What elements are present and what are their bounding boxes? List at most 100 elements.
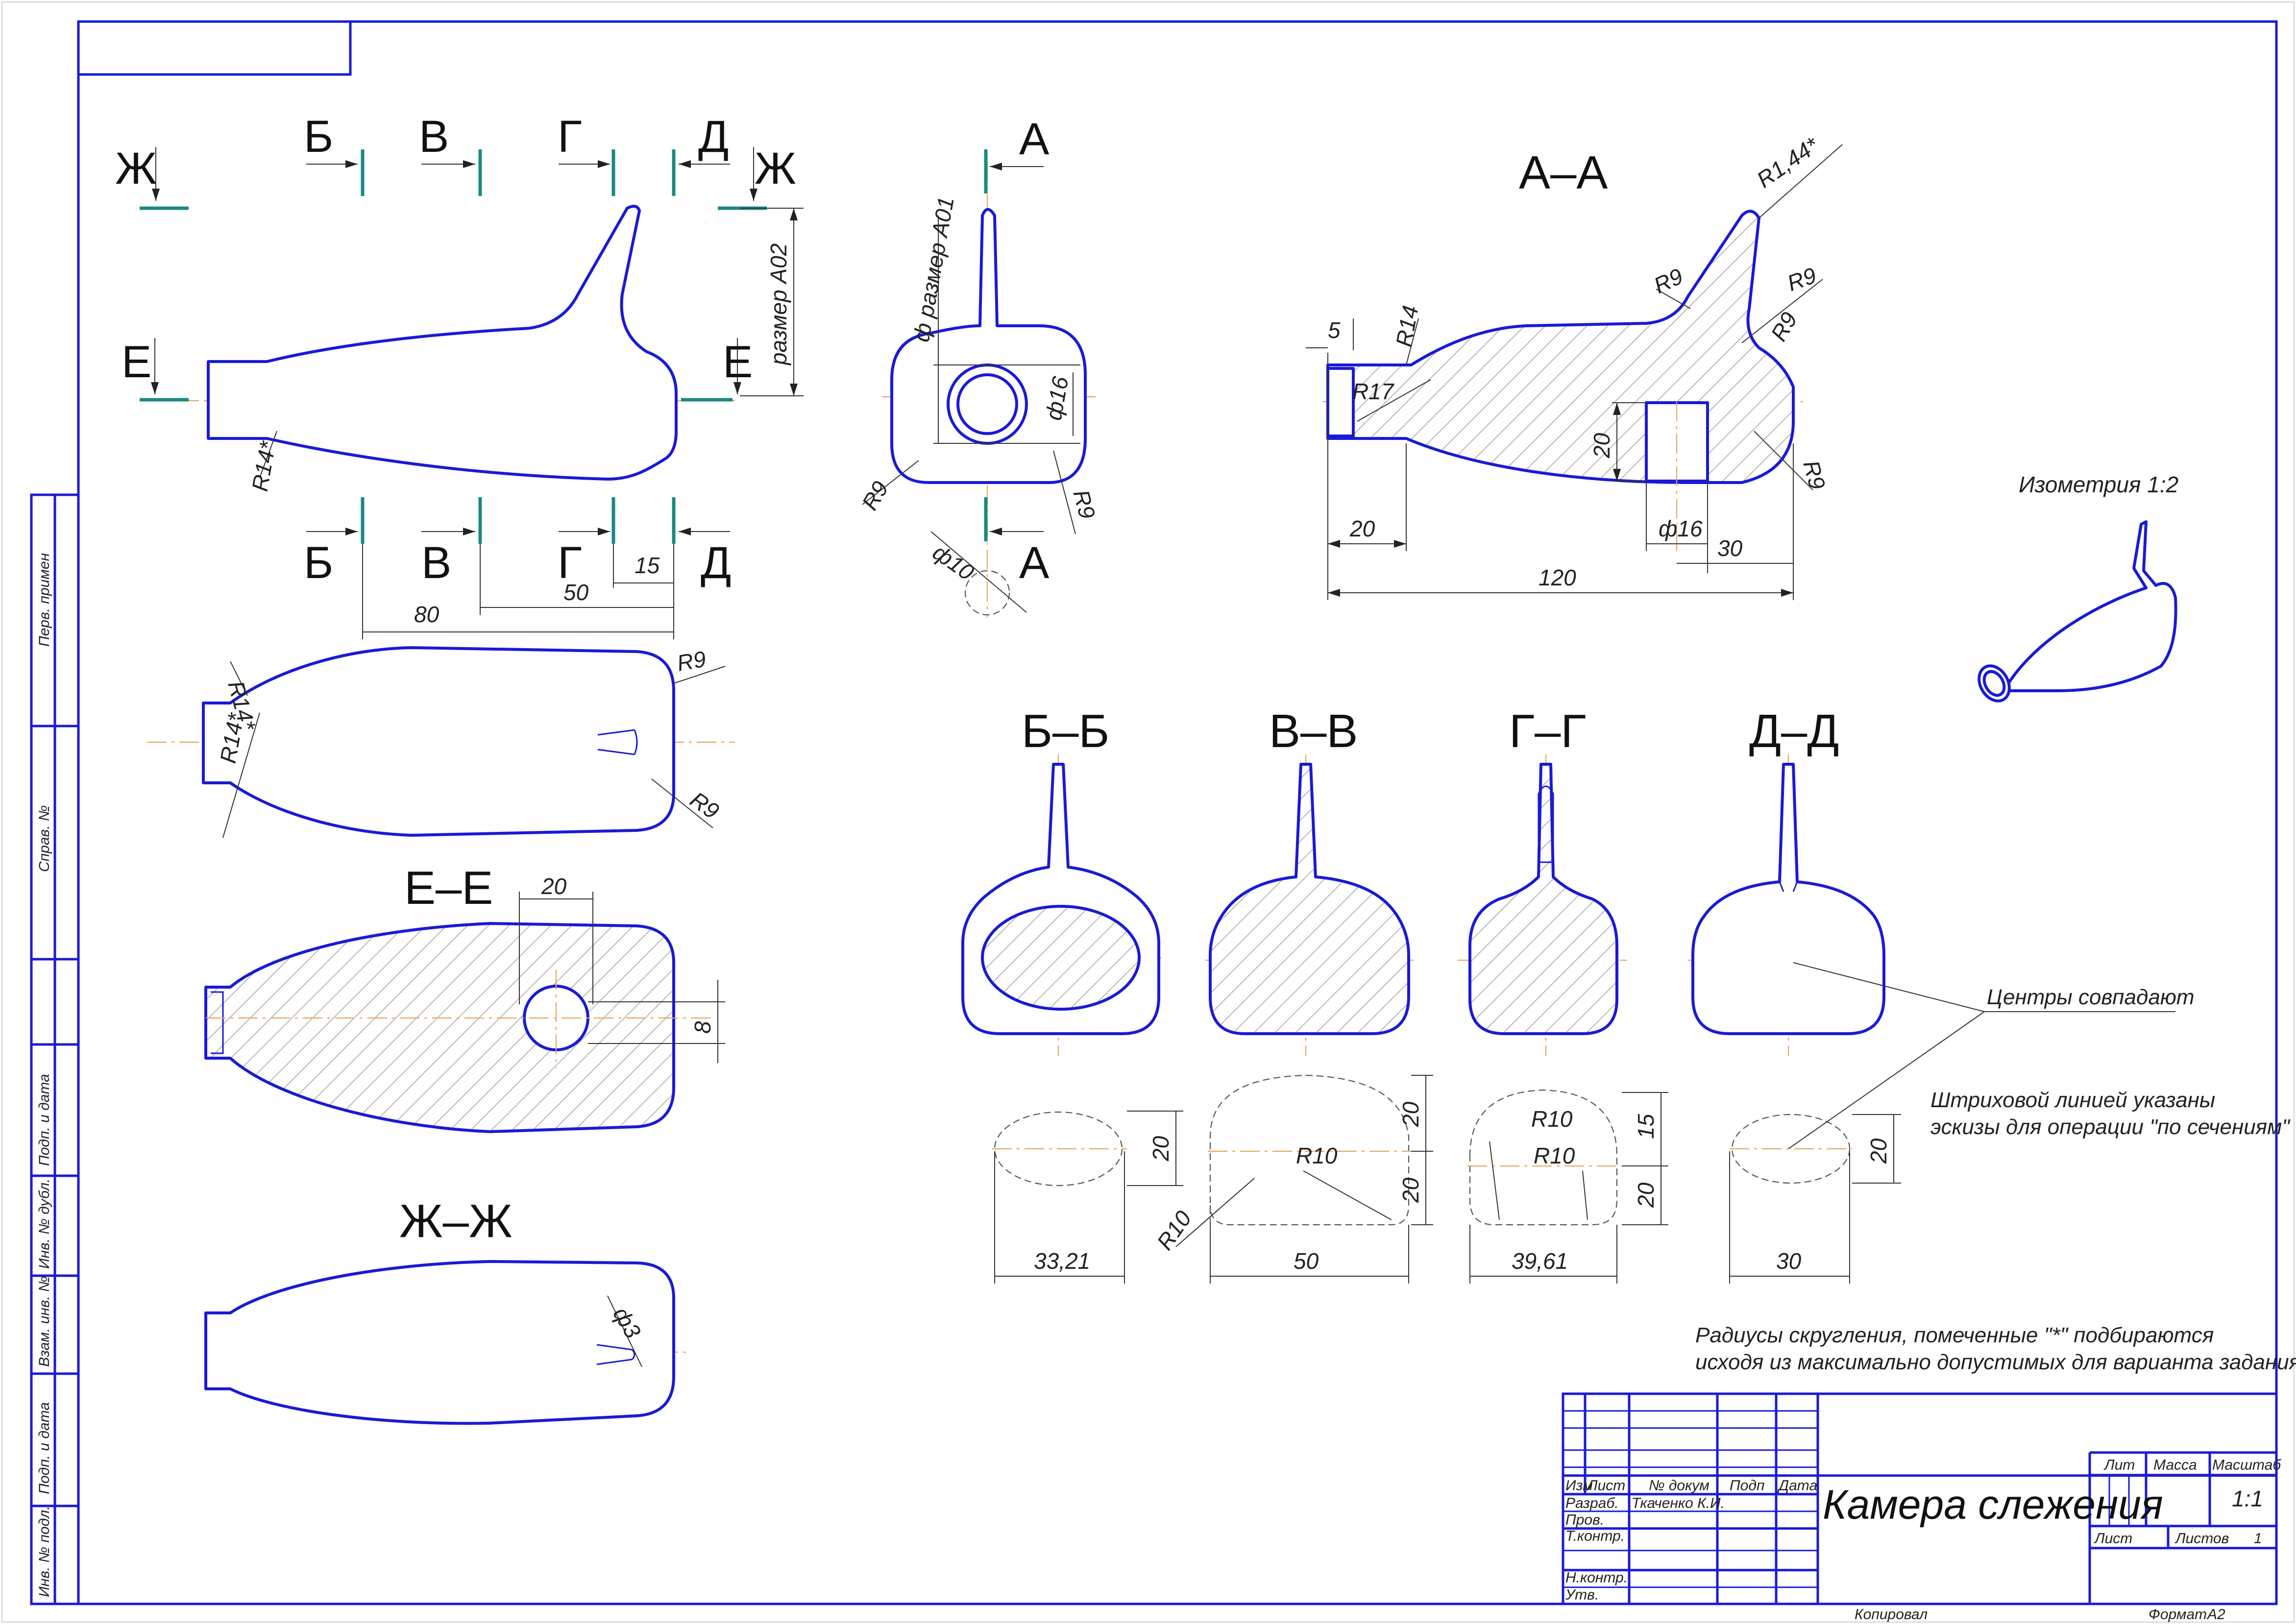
section-vv: В–В [1205,705,1414,1056]
dim-50-sk: 50 [1294,1248,1319,1274]
top-view: R14* R14* R9 R9 [147,646,735,838]
dim-size-a02: размер А02 [766,243,791,366]
section-ee: Е–Е 20 8 [204,862,725,1133]
strip-label-inv-dubl: Инв. № дубл. [36,1179,52,1269]
dim-r9-aa-3: R9 [1766,308,1802,345]
cut-letter-g-bottom: Г [558,538,582,588]
dim-20-sk3: 20 [1633,1182,1659,1208]
cut-letter-a-top: А [1019,114,1050,164]
dim-r9-side-1: R9 [857,477,893,514]
isometry-view: Изометрия 1:2 [1978,472,2178,703]
dim-80: 80 [414,602,440,627]
cut-letter-v-top: В [419,112,449,162]
dim-r9-aa-1: R9 [1650,263,1686,298]
dim-r14-star-front: R14* [247,438,281,493]
title-block: Изм Лист № докум Подп Дата Разраб. Ткаче… [1562,1392,2281,1623]
dim-20-sk1: 20 [1148,1136,1173,1162]
sketches: 33,21 20 50 20 20 R10 R10 39,61 R10 R10 … [992,1074,1901,1284]
dim-r144-star: R1,44* [1752,132,1824,193]
cut-letter-g-top: Г [558,112,582,162]
tb-format: А2 [2206,1606,2225,1623]
dim-d16-aa: ф16 [1659,516,1703,541]
dim-5: 5 [1328,317,1341,343]
tb-header-podp: Подп [1730,1478,1765,1494]
dim-r10-sk2a: R10 [1296,1143,1338,1168]
title-aa: А–А [1519,146,1608,199]
note-radii-1: Радиусы скругления, помеченные "*" подби… [1695,1323,2214,1347]
tb-header-list: Лист [1587,1478,1625,1494]
notes: Центры совпадают Штриховой линией указан… [1695,962,2296,1374]
dim-r14-aa: R14 [1391,304,1423,349]
title-dd: Д–Д [1749,705,1839,757]
dim-r10-sk3b: R10 [1534,1143,1575,1168]
tb-scale-label: Масштаб [2212,1457,2281,1473]
section-aa: А–А [1306,132,1843,600]
title-vv: В–В [1269,705,1358,757]
strip-label-vzam: Взам. инв. № [36,1276,52,1367]
tb-sheets: Листов [2174,1530,2229,1547]
tb-developer: Ткаченко К.И. [1632,1495,1725,1511]
title-bb: Б–Б [1022,705,1109,757]
dim-20-sk4: 20 [1866,1138,1891,1164]
tb-sheet: Лист [2094,1530,2132,1547]
section-dd: Д–Д [1688,705,1885,1056]
tb-sheets-count: 1 [2254,1530,2262,1547]
dim-size-a01: ф размер А01 [908,195,959,344]
title-ee: Е–Е [404,862,493,914]
tb-scale: 1:1 [2232,1486,2263,1511]
dim-3321: 33,21 [1034,1248,1090,1274]
title-zhzh: Ж–Ж [399,1195,513,1247]
side-view: А А ф размер А01 ф16 R9 R9 ф10 [857,114,1100,617]
cut-letter-e-right: Е [723,337,753,387]
note-dashed-2: эскизы для операции "по сечениям" [1930,1115,2291,1139]
dim-120: 120 [1539,565,1576,590]
dim-20-sk2a: 20 [1398,1101,1423,1127]
dim-r17: R17 [1352,379,1394,404]
tb-row-prov: Пров. [1565,1512,1604,1528]
dim-15: 15 [635,553,660,578]
top-left-stamp-box [77,20,352,76]
dim-8-ee: 8 [690,1021,715,1034]
cut-letter-zh-right: Ж [755,144,796,194]
dim-r9-aa-2: R9 [1784,262,1820,296]
tb-row-utv: Утв. [1565,1587,1599,1603]
cut-letter-b-bottom: Б [304,538,333,588]
strip-label-podp1: Подп. и дата [36,1074,52,1166]
dim-30-sk: 30 [1776,1248,1802,1274]
cut-letter-zh-left: Ж [115,144,157,194]
tb-header-doc: № докум [1649,1478,1710,1494]
tb-title: Камера слежения [1823,1481,2163,1527]
cut-letter-e-left: Е [122,337,151,387]
tb-format-label: Формат [2149,1606,2207,1623]
dim-r9-top-1: R9 [675,646,708,676]
dim-20-ee: 20 [541,873,567,899]
dim-20-sk2b: 20 [1398,1177,1423,1203]
cut-letter-a-bottom: А [1019,538,1050,588]
dim-15-sk3: 15 [1633,1114,1659,1139]
strip-label-perv: Перв. примен [36,553,52,647]
dim-20-aa-left: 20 [1349,516,1375,541]
dim-r10-sk3a: R10 [1531,1106,1573,1132]
dim-30-aa: 30 [1717,535,1743,561]
dim-50: 50 [563,580,589,605]
note-centers: Центры совпадают [1987,985,2195,1009]
tb-row-razrab: Разраб. [1565,1495,1619,1511]
cut-letter-d-top: Д [698,112,729,162]
cut-letter-b-top: Б [304,112,333,162]
cut-letter-v-bottom: В [421,538,451,588]
tb-lit: Лит [2103,1457,2135,1473]
tb-header-data: Дата [1777,1478,1817,1494]
tb-mass: Масса [2153,1457,2197,1473]
dim-r10-sk2b: R10 [1152,1206,1197,1254]
dim-r9-top-2: R9 [685,787,724,824]
dim-3961: 39,61 [1512,1248,1568,1274]
dim-20-aa-hole: 20 [1589,433,1614,459]
strip-label-sprav: Справ. № [36,805,52,872]
section-gg: Г–Г [1458,705,1627,1056]
tb-header-izm: Изм [1565,1478,1593,1494]
isometry-label: Изометрия 1:2 [2019,472,2178,497]
section-zhzh: Ж–Ж ф3 [204,1195,691,1425]
title-gg: Г–Г [1509,705,1586,757]
tb-row-nkontr: Н.контр. [1565,1570,1628,1586]
